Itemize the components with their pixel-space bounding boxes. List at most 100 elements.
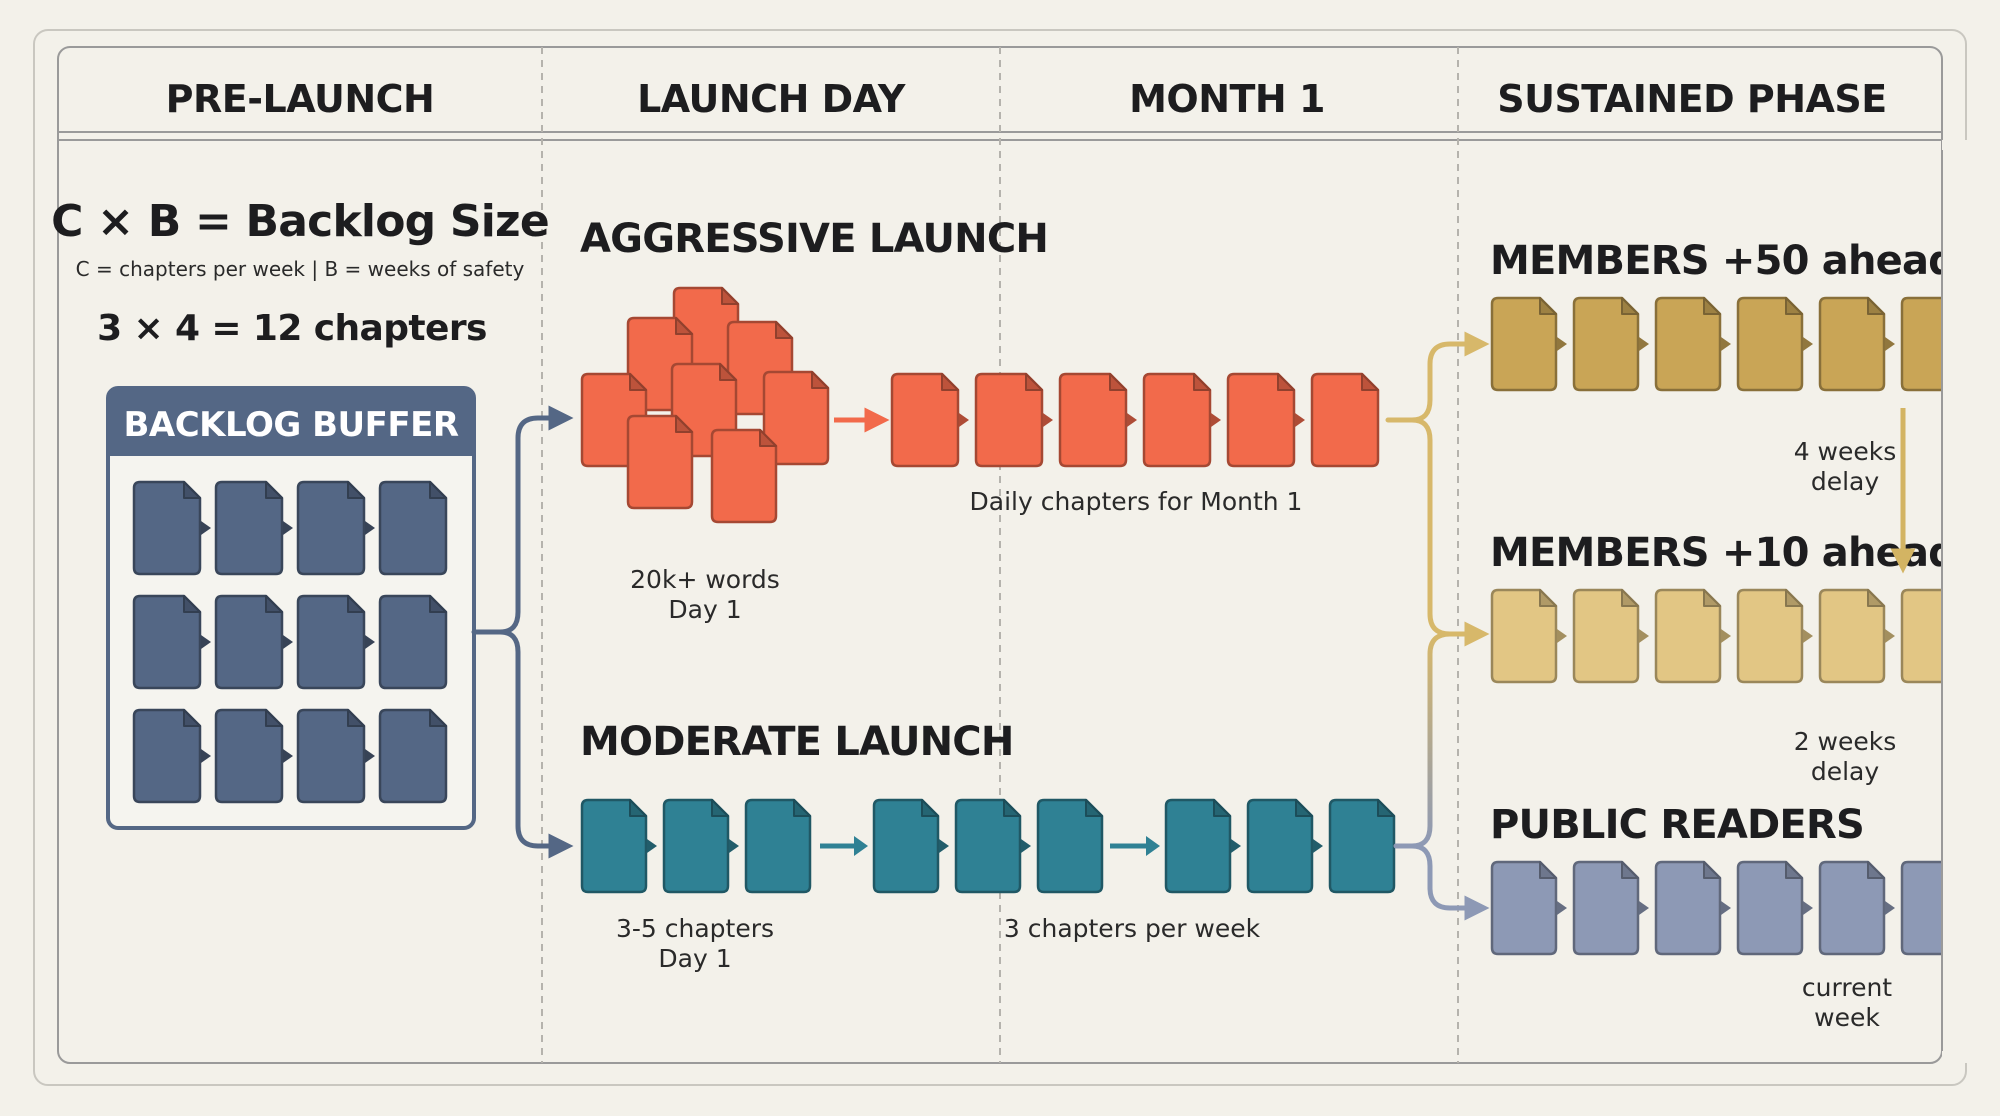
buffer-connector-6 [283,635,293,649]
tier-label-members-50: MEMBERS +50 ahead [1490,238,1956,284]
tier2-chapter-3 [1654,588,1722,684]
moderate-group2-connector-2 [1021,839,1031,853]
aggressive-day1-cluster [580,286,830,524]
aggressive-daily-chapter-3 [1058,372,1128,468]
buffer-connector-11 [365,749,375,763]
moderate-group2-connector-1 [939,839,949,853]
aggressive-day1-caption-line2: Day 1 [668,595,741,624]
tier3-connector-1 [1557,901,1567,915]
aggressive-day1-chapter-6 [762,370,830,466]
phase-header-launch-day: LAUNCH DAY [637,77,906,121]
formula-legend: C = chapters per week | B = weeks of saf… [76,257,525,281]
tier-label-members-10: MEMBERS +10 ahead [1490,530,1956,576]
tier3-chapter-2 [1572,860,1640,956]
moderate-group3-chapter-2 [1246,798,1314,894]
tier-connectors [1385,331,1490,921]
aggressive-daily-connector-2 [1043,413,1053,427]
tier1-connector-3 [1721,337,1731,351]
tier3-connector-2 [1639,901,1649,915]
moderate-group1-chapter-2 [662,798,730,894]
tier3-connector-5 [1885,901,1895,915]
tier1-chapter-5 [1818,296,1886,392]
aggressive-daily-connector-1 [959,413,969,427]
tier2-connector-1 [1557,629,1567,643]
moderate-group3-chapter-1 [1164,798,1232,894]
moderate-group3-connector-1 [1231,839,1241,853]
aggressive-daily-connector-5 [1295,413,1305,427]
tier2-chapter-1 [1490,588,1558,684]
phase-header-prelaunch: PRE-LAUNCH [166,77,435,121]
tier1-connector-2 [1639,337,1649,351]
tier-rows [1490,140,2000,1063]
moderate-day1-caption-line1: 3-5 chapters [616,914,774,943]
buffer-chapter-11 [296,708,366,804]
buffer-chapter-10 [214,708,284,804]
aggressive-daily-chapter-6 [1310,372,1380,468]
moderate-launch-row [580,798,1396,894]
moderate-group1-connector-1 [647,839,657,853]
buffer-chapter-5 [132,594,202,690]
buffer-chapter-7 [296,594,366,690]
buffer-connector-5 [201,635,211,649]
buffer-connector-9 [201,749,211,763]
tier2-connector-2 [1639,629,1649,643]
aggressive-month1-row [890,372,1380,468]
moderate-arrow-2 [1110,836,1160,856]
aggressive-daily-chapter-4 [1142,372,1212,468]
formula-example: 3 × 4 = 12 chapters [97,308,487,349]
delay-2-weeks-line2: delay [1811,757,1880,786]
aggressive-day1-chapter-8 [710,428,778,524]
buffer-chapter-4 [378,480,448,576]
tier2-chapter-5 [1818,588,1886,684]
moderate-group2-chapter-2 [954,798,1022,894]
tier3-chapter-5 [1818,860,1886,956]
tier1-chapter-1 [1490,296,1558,392]
aggressive-day1-chapter-7 [626,414,694,510]
aggressive-daily-chapter-1 [890,372,960,468]
tier2-chapter-4 [1736,588,1804,684]
tier2-chapter-2 [1572,588,1640,684]
tier-label-public: PUBLIC READERS [1490,802,1864,848]
moderate-group1-connector-2 [729,839,739,853]
buffer-connector-10 [283,749,293,763]
aggressive-daily-connector-4 [1211,413,1221,427]
moderate-month1-caption: 3 chapters per week [1004,914,1261,943]
tier2-connector-5 [1885,629,1895,643]
tier3-connector-4 [1803,901,1813,915]
formula-main: C × B = Backlog Size [51,196,549,247]
backlog-buffer-header [108,388,474,456]
tier3-chapter-1 [1490,860,1558,956]
buffer-chapter-6 [214,594,284,690]
buffer-connector-7 [365,635,375,649]
tier1-connector-1 [1557,337,1567,351]
buffer-connector-1 [201,521,211,535]
tier1-chapter-4 [1736,296,1804,392]
tier3-chapter-4 [1736,860,1804,956]
current-week-line2: week [1814,1003,1880,1032]
frame-edge-mask [1942,140,2000,1063]
tier1-chapter-3 [1654,296,1722,392]
current-week-line1: current [1802,973,1892,1002]
tier3-chapter-3 [1654,860,1722,956]
aggressive-month1-caption: Daily chapters for Month 1 [970,487,1303,516]
buffer-chapter-1 [132,480,202,576]
buffer-connector-2 [283,521,293,535]
moderate-group2-chapter-3 [1036,798,1104,894]
moderate-day1-caption-line2: Day 1 [658,944,731,973]
moderate-group3-chapter-3 [1328,798,1396,894]
aggressive-day1-caption-line1: 20k+ words [630,565,780,594]
delay-4-weeks-line2: delay [1811,467,1880,496]
delay-4-weeks-line1: 4 weeks [1794,437,1897,466]
aggressive-daily-chapter-2 [974,372,1044,468]
tier1-connector-5 [1885,337,1895,351]
tier1-chapter-2 [1572,296,1640,392]
backlog-buffer: BACKLOG BUFFER [106,386,476,830]
buffer-chapter-9 [132,708,202,804]
delay-2-weeks-line1: 2 weeks [1794,727,1897,756]
moderate-group3-connector-2 [1313,839,1323,853]
buffer-connector-3 [365,521,375,535]
tier2-connector-4 [1803,629,1813,643]
aggressive-daily-chapter-5 [1226,372,1296,468]
moderate-group2-chapter-1 [872,798,940,894]
